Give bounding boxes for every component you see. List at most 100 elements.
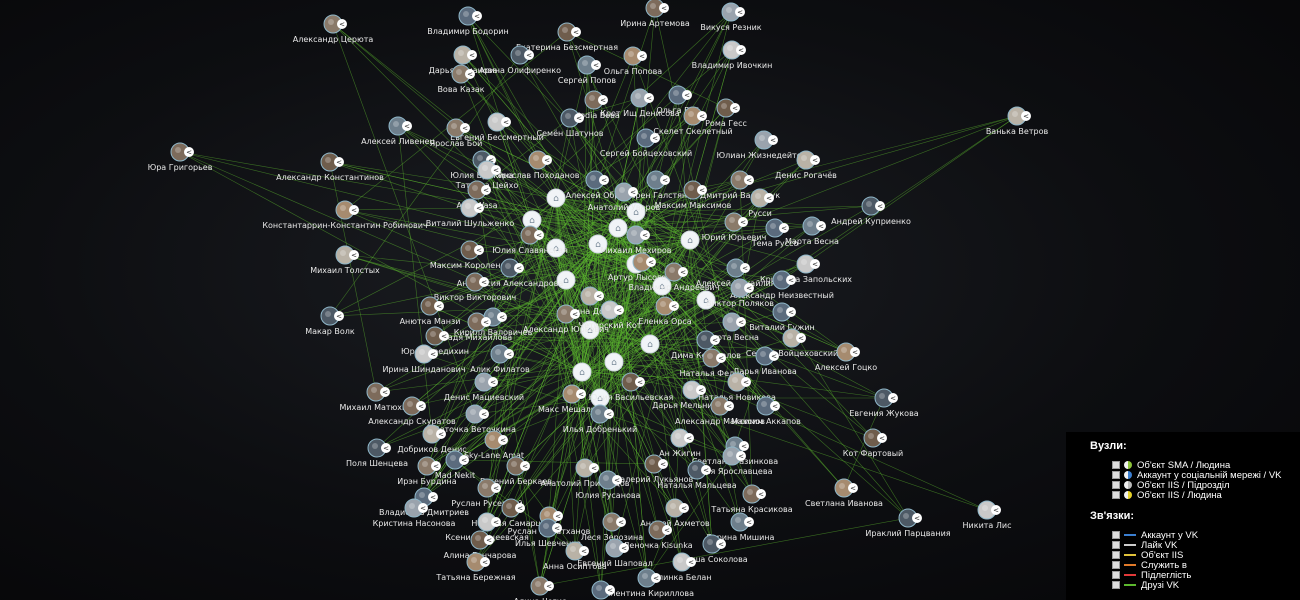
- graph-node[interactable]: <Виталий Шульженко: [426, 198, 515, 228]
- graph-node[interactable]: <Sky-Lane Amat: [464, 430, 524, 460]
- legend-checkbox[interactable]: [1112, 491, 1120, 499]
- graph-node[interactable]: <Михаил Толстых: [310, 245, 380, 275]
- graph-node[interactable]: <Леся Зерозина: [581, 512, 643, 542]
- graph-node[interactable]: <Наталья Федун: [680, 348, 745, 378]
- legend-checkbox[interactable]: [1112, 481, 1120, 489]
- graph-node[interactable]: <Кристина Запольских: [760, 254, 852, 284]
- graph-node[interactable]: <Юлия Ярославцева: [692, 446, 773, 476]
- graph-node[interactable]: <Алинка Белан: [653, 552, 712, 582]
- graph-node[interactable]: <Евгений Шаповал: [577, 538, 653, 568]
- graph-node[interactable]: <Mad Nekit: [435, 450, 475, 480]
- graph-node[interactable]: <Еленка Орса: [638, 296, 692, 326]
- legend-checkbox[interactable]: [1112, 561, 1120, 569]
- graph-node[interactable]: <Сергей Бойцеховский: [600, 128, 692, 158]
- graph-node[interactable]: <Денис Рогачёв: [775, 150, 837, 180]
- graph-node[interactable]: <Ирэн Бурдина: [397, 456, 457, 486]
- graph-node[interactable]: <Крот Ищ Денисова: [600, 88, 680, 118]
- legend-checkbox[interactable]: [1112, 531, 1120, 539]
- hub-node[interactable]: ⌂: [640, 334, 660, 354]
- graph-node[interactable]: <Марта Весна: [705, 312, 759, 342]
- legend-link-item[interactable]: Підлеглість: [1112, 570, 1300, 581]
- legend-link-item[interactable]: Служить в: [1112, 560, 1300, 571]
- graph-node[interactable]: <Владимир Ивочкин: [692, 40, 773, 70]
- graph-node[interactable]: <Екатерина Безсмертная: [516, 22, 618, 52]
- graph-node[interactable]: <Юлия Васильевская: [589, 372, 674, 402]
- graph-node[interactable]: <Никита Лис: [963, 500, 1012, 530]
- graph-node[interactable]: <Веточка Веточкина: [434, 404, 516, 434]
- graph-node[interactable]: <Алексей Обре: [566, 170, 625, 200]
- graph-node[interactable]: <Евгений Беркаев: [480, 456, 552, 486]
- hub-node[interactable]: ⌂: [652, 276, 672, 296]
- legend-node-item[interactable]: Об'єкт IIS / Людина: [1112, 490, 1300, 501]
- graph-node[interactable]: <Юра Григорьев: [148, 142, 213, 172]
- graph-node[interactable]: <Анютка Манзи: [400, 296, 461, 326]
- graph-node[interactable]: <Алексей Гоцко: [815, 342, 877, 372]
- graph-node[interactable]: <Виталий Гужин: [749, 302, 815, 332]
- graph-node[interactable]: <Евгения Жукова: [849, 388, 919, 418]
- graph-node[interactable]: <Кот Фартовый: [843, 428, 903, 458]
- graph-node[interactable]: <Ярослав Бой: [430, 118, 483, 148]
- graph-node[interactable]: <Ирина Артемова: [620, 0, 690, 28]
- graph-node[interactable]: <Юлия Русанова: [576, 470, 641, 500]
- graph-node[interactable]: <Александр Константинов: [276, 152, 384, 182]
- graph-node[interactable]: <Светлана Иванова: [805, 478, 883, 508]
- graph-node[interactable]: <Александр Максимов: [675, 396, 765, 426]
- graph-node[interactable]: <Максим Максимов: [655, 180, 732, 210]
- graph-node[interactable]: <Денис Мациевский: [444, 372, 524, 402]
- graph-node[interactable]: <Михаил Мехиров: [600, 225, 672, 255]
- graph-node[interactable]: <Вова Казак: [437, 64, 485, 94]
- graph-node[interactable]: <Владимир Андреевич: [629, 262, 720, 292]
- graph-node[interactable]: <Макар Волк: [305, 306, 355, 336]
- graph-node[interactable]: <Валентина Кириллова: [600, 568, 694, 598]
- legend-link-item[interactable]: Аккаунт у VK: [1112, 530, 1300, 541]
- graph-node[interactable]: <Юлия Славянская: [492, 225, 568, 255]
- graph-node[interactable]: <Карен Галстян: [625, 170, 687, 200]
- graph-node[interactable]: <Анна Осиптова: [543, 541, 607, 571]
- graph-node[interactable]: <Volodia Вова: [568, 90, 620, 120]
- graph-node[interactable]: <Константаррин-Константин Робинович: [262, 200, 428, 230]
- hub-node[interactable]: ⌂: [546, 188, 566, 208]
- graph-node[interactable]: <Александр Церюта: [293, 14, 374, 44]
- graph-node[interactable]: <Алексей Ливенец: [361, 116, 435, 146]
- legend-checkbox[interactable]: [1112, 471, 1120, 479]
- graph-node[interactable]: <Сергей Войцеховский: [746, 328, 838, 358]
- legend-node-item[interactable]: Об'єкт SMA / Людина: [1112, 460, 1300, 471]
- graph-node[interactable]: <Скелет Скелетный: [653, 106, 733, 136]
- graph-node[interactable]: <Дмитрий Валайчук: [700, 170, 780, 200]
- graph-node[interactable]: <Виктор Викторович: [434, 272, 516, 302]
- graph-node[interactable]: <Добриков Денис: [397, 424, 467, 454]
- graph-node[interactable]: <Поля Шенцева: [346, 438, 408, 468]
- graph-node[interactable]: <Макс Мешалкин: [538, 384, 606, 414]
- graph-node[interactable]: <Евгений Бессмертный: [450, 112, 544, 142]
- graph-node[interactable]: <Дарья Иванова: [733, 346, 797, 376]
- graph-node[interactable]: <Наталья Новикова: [698, 372, 776, 402]
- graph-node[interactable]: <Наталья Мальцева: [657, 460, 737, 490]
- graph-node[interactable]: <Ирина Шинданович: [382, 344, 466, 374]
- graph-node[interactable]: <Рома Гесс: [705, 98, 747, 128]
- hub-node[interactable]: ⌂: [580, 320, 600, 340]
- graph-node[interactable]: <Наталья Самарцис: [471, 498, 551, 528]
- legend-link-item[interactable]: Друзі VK: [1112, 580, 1300, 591]
- graph-node[interactable]: <Ольга Вай: [656, 85, 700, 115]
- graph-node[interactable]: <Ан Жигин: [659, 428, 701, 458]
- legend-link-item[interactable]: Лайк VK: [1112, 540, 1300, 551]
- graph-node[interactable]: <Александр Юрьевич: [523, 304, 609, 334]
- graph-node[interactable]: <Максим Аккапов: [731, 396, 801, 426]
- graph-node[interactable]: <Валерий Лукьянов: [615, 454, 694, 484]
- legend-checkbox[interactable]: [1112, 461, 1120, 469]
- graph-node[interactable]: <Тема Руссо: [751, 218, 799, 248]
- graph-node[interactable]: <Юрий Юрьевич: [702, 212, 767, 242]
- graph-node[interactable]: <Леночка Kisunka: [623, 520, 693, 550]
- legend-checkbox[interactable]: [1112, 581, 1120, 589]
- graph-node[interactable]: <Кристина Насонова: [373, 498, 456, 528]
- graph-node[interactable]: <Дарина Мишина: [706, 512, 775, 542]
- graph-node[interactable]: <Андрей Куприенко: [831, 196, 911, 226]
- legend-node-item[interactable]: Об'єкт IIS / Підрозділ: [1112, 480, 1300, 491]
- hub-node[interactable]: ⌂: [626, 202, 646, 222]
- legend-checkbox[interactable]: [1112, 551, 1120, 559]
- graph-node[interactable]: <Русси: [748, 188, 774, 218]
- graph-node[interactable]: <Анатолий Уваров: [588, 182, 661, 212]
- graph-node[interactable]: <Владимир Бодорин: [427, 6, 509, 36]
- graph-node[interactable]: <Максим Короленко: [430, 240, 510, 270]
